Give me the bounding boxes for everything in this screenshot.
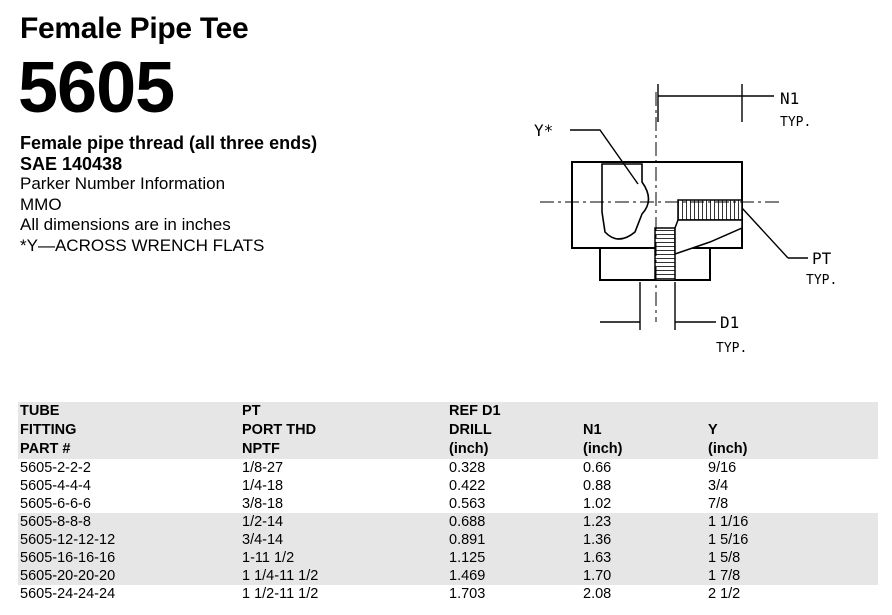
info-wrench-flats: *Y—ACROSS WRENCH FLATS [20,235,265,255]
page-title: Female Pipe Tee [20,12,249,45]
header-n1: N1(inch) [581,402,706,459]
part-number-cell: 5605-4-4-4 [20,478,91,494]
n1-cell: 1.23 [581,513,706,531]
part-number-cell: 5605-24-24-24 [20,586,116,602]
pt-port-thd-cell: 3/8-18 [242,496,284,512]
table-row: 5605-24-24-24 1 1/2-11 1/2 1.703 2.08 2 1/2 [18,585,878,603]
y-cell: 1 1/16 [706,513,878,531]
ref-d1-drill-cell: 0.328 [449,460,486,476]
ref-d1-drill-cell: 0.891 [447,531,581,549]
info-thread: Female pipe thread (all three ends) [20,133,318,153]
d1-label: D1 [720,313,739,332]
y-cell: 9/16 [708,460,737,476]
pt-port-thd-cell: 1/2-14 [240,513,447,531]
part-number-cell: 5605-16-16-16 [18,549,240,567]
y-cell: 3/4 [708,478,729,494]
table-row: 5605-6-6-6 3/8-18 0.563 1.02 7/8 [18,495,878,513]
ref-d1-drill-cell: 1.703 [449,586,486,602]
ref-d1-drill-cell: 1.125 [447,549,581,567]
ref-d1-drill-cell: 1.469 [447,567,581,585]
dimension-lines [570,84,808,330]
pt-port-thd-cell: 1/8-27 [242,460,284,476]
bottom-port-thread [654,227,676,281]
y-cell: 1 5/8 [706,549,878,567]
header-y: Y(inch) [706,402,878,459]
info-sae: SAE 140438 [20,153,123,174]
part-number-cell: 5605-12-12-12 [18,531,240,549]
ref-d1-drill-cell: 0.422 [449,478,486,494]
pt-port-thd-cell: 1 1/2-11 1/2 [242,586,319,602]
ref-d1-drill-cell: 0.688 [447,513,581,531]
n1-cell: 2.08 [583,586,612,602]
pt-port-thd-cell: 1 1/4-11 1/2 [240,567,447,585]
product-info: Female pipe thread (all three ends) SAE … [20,133,317,256]
n1-cell: 0.66 [583,460,612,476]
part-number-cell: 5605-20-20-20 [18,567,240,585]
d1-typ-label: TYP. [716,341,747,356]
part-number-cell: 5605-2-2-2 [20,460,91,476]
part-number-cell: 5605-8-8-8 [18,513,240,531]
n1-cell: 1.70 [581,567,706,585]
table-row: 5605-4-4-4 1/4-18 0.422 0.88 3/4 [18,477,878,495]
table-row: 5605-2-2-2 1/8-27 0.328 0.66 9/16 [18,459,878,477]
pt-port-thd-cell: 1/4-18 [242,478,284,494]
pt-port-thd-cell: 3/4-14 [240,531,447,549]
y-cell: 7/8 [708,496,729,512]
n1-cell: 1.63 [581,549,706,567]
pt-port-thd-cell: 1-11 1/2 [240,549,447,567]
port-cone [674,219,743,256]
n1-typ-label: TYP. [780,115,811,130]
center-lines [540,92,780,322]
y-cell: 1 5/16 [706,531,878,549]
pt-label: PT [812,249,832,268]
part-number: 5605 [18,48,175,128]
side-port-thread [677,199,743,221]
ref-d1-drill-cell: 0.563 [449,496,486,512]
y-cell: 2 1/2 [708,586,741,602]
info-dimensions: All dimensions are in inches [20,215,231,234]
n1-cell: 0.88 [583,478,612,494]
pt-typ-label: TYP. [806,273,837,288]
y-label: Y* [534,121,553,140]
n1-cell: 1.36 [581,531,706,549]
info-parker: Parker Number Information [20,174,226,193]
y-cell: 1 7/8 [706,567,878,585]
part-number-cell: 5605-6-6-6 [20,496,91,512]
n1-label: N1 [780,89,799,108]
tee-diagram: N1 TYP. Y* PT TYP. D1 TYP. [534,84,837,356]
n1-cell: 1.02 [583,496,612,512]
info-mmo: MMO [20,194,62,214]
